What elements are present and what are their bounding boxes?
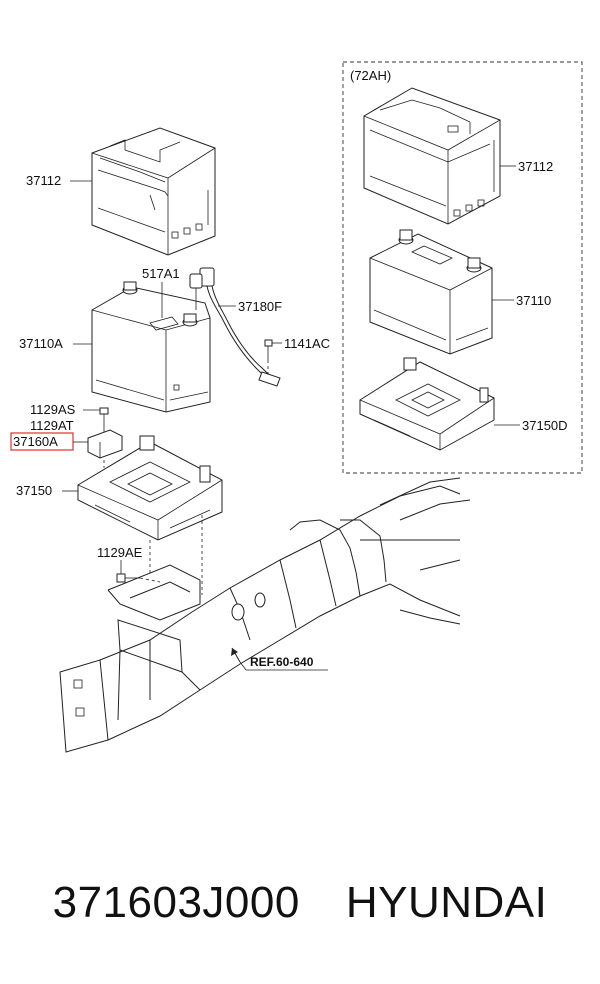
- bolt-1141AC: [264, 339, 282, 374]
- battery-cable: [189, 267, 281, 387]
- label-72ah: (72AH): [350, 68, 391, 83]
- label-1129AE: 1129AE: [97, 545, 143, 560]
- label-1129AS: 1129AS: [30, 402, 76, 417]
- battery-box-left: [91, 127, 216, 256]
- label-1141AC: 1141AC: [284, 336, 330, 351]
- label-37110: 37110: [516, 293, 551, 308]
- label-ref-60-640: REF.60-640: [250, 655, 314, 669]
- battery-tray-left: [77, 435, 223, 541]
- label-37110A: 37110A: [19, 336, 63, 351]
- label-37150D: 37150D: [522, 418, 568, 433]
- label-517A1: 517A1: [142, 266, 180, 281]
- label-37150: 37150: [16, 483, 52, 498]
- option-72ah-frame: [342, 61, 583, 474]
- label-37160A: 37160A: [13, 434, 58, 449]
- part-caption: 371603J000 HYUNDAI: [0, 878, 600, 928]
- battery-left: [91, 281, 211, 413]
- battery-tray-right: [359, 357, 495, 451]
- label-1129AT: 1129AT: [30, 418, 74, 433]
- battery-box-right: [363, 87, 501, 225]
- label-37112-right: 37112: [518, 159, 553, 174]
- clamp-37160A: [87, 429, 123, 459]
- label-37180F: 37180F: [238, 299, 282, 314]
- label-37112-left: 37112: [26, 173, 61, 188]
- highlight-box-37160A: [10, 432, 74, 451]
- vehicle-frame: [59, 477, 471, 753]
- caption-brand: HYUNDAI: [345, 878, 548, 927]
- caption-part-number: 371603J000: [52, 878, 300, 927]
- battery-right: [369, 229, 493, 355]
